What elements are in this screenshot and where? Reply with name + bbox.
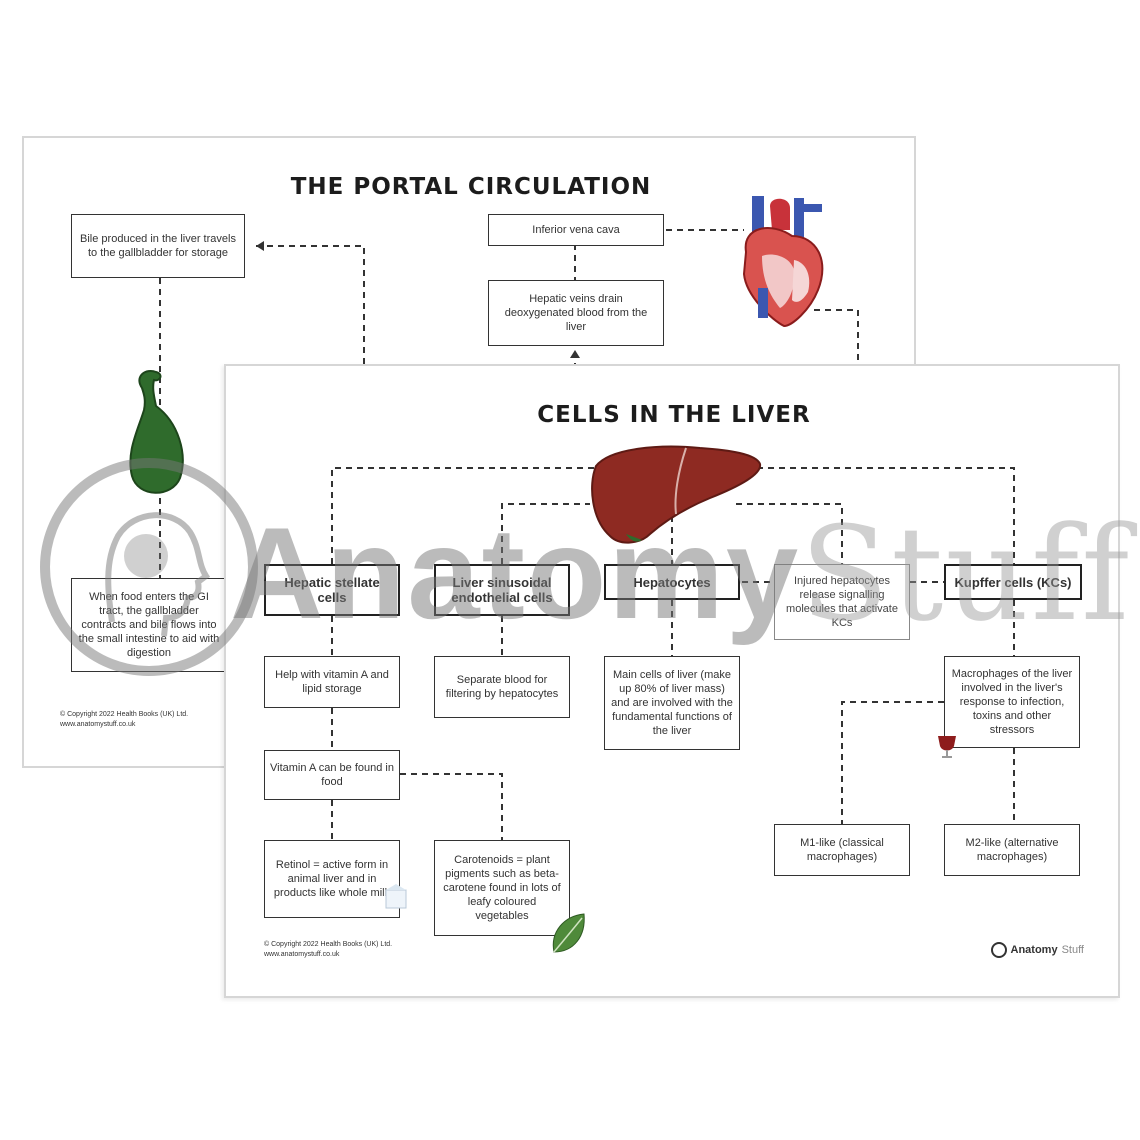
- hepatic-veins-box: Hepatic veins drain deoxygenated blood f…: [488, 280, 664, 346]
- arrowhead-hepatic: [570, 350, 580, 358]
- portal-website: www.anatomystuff.co.uk: [60, 721, 136, 728]
- kupffer-cells-header: Kupffer cells (KCs): [944, 564, 1082, 600]
- macrophages-box: Macrophages of the liver involved in the…: [944, 656, 1080, 748]
- portal-copyright: © Copyright 2022 Health Books (UK) Ltd.: [60, 711, 189, 718]
- injured-hepatocytes-box: Injured hepatocytes release signalling m…: [774, 564, 910, 640]
- connector-liver-injured: [736, 503, 843, 564]
- heart-illustration: [742, 196, 824, 328]
- milk-carton-icon: [385, 884, 407, 909]
- inferior-vena-cava-box: Inferior vena cava: [488, 214, 664, 246]
- carotenoids-box: Carotenoids = plant pigments such as bet…: [434, 840, 570, 936]
- connector-food-carotenoids: [400, 773, 503, 840]
- connector-liver-stellate: [331, 467, 606, 564]
- connector-liver-sinusoidal: [501, 503, 590, 564]
- m2-like-box: M2-like (alternative macrophages): [944, 824, 1080, 876]
- arrowhead-bile: [256, 241, 264, 251]
- wine-glass-icon: [938, 736, 956, 758]
- gallbladder-illustration: [129, 370, 184, 494]
- connector-to-bile: [256, 245, 365, 364]
- cells-in-liver-sheet: CELLS IN THE LIVER Hepatic stellate cell: [224, 364, 1120, 998]
- connector-heart-down: [814, 309, 859, 364]
- logo-text-bold: Anatomy: [1010, 944, 1058, 956]
- connector-liver-kupffer: [746, 467, 1015, 564]
- m1-like-box: M1-like (classical macrophages): [774, 824, 910, 876]
- bile-storage-box: Bile produced in the liver travels to th…: [71, 214, 245, 278]
- vitamin-a-food-box: Vitamin A can be found in food: [264, 750, 400, 800]
- main-cells-of-liver-box: Main cells of liver (make up 80% of live…: [604, 656, 740, 750]
- hepatic-stellate-cells-header: Hepatic stellate cells: [264, 564, 400, 616]
- logo-circle-icon: [990, 942, 1007, 958]
- logo-text-light: Stuff: [1061, 944, 1084, 956]
- portal-connector-lines: [159, 229, 859, 578]
- liver-sinusoidal-endothelial-cells-header: Liver sinusoidal endothelial cells: [434, 564, 570, 616]
- food-digestion-box: When food enters the GI tract, the gallb…: [71, 578, 227, 672]
- liver-illustration: [591, 445, 762, 544]
- hepatocytes-header: Hepatocytes: [604, 564, 740, 600]
- cells-copyright: © Copyright 2022 Health Books (UK) Ltd.: [264, 941, 393, 948]
- retinol-box: Retinol = active form in animal liver an…: [264, 840, 400, 918]
- separate-blood-box: Separate blood for filtering by hepatocy…: [434, 656, 570, 718]
- leaf-icon: [552, 913, 585, 953]
- connector-macrophages-m1: [841, 701, 944, 824]
- cells-website: www.anatomystuff.co.uk: [264, 951, 340, 958]
- cells-in-liver-title: CELLS IN THE LIVER: [537, 402, 811, 428]
- portal-circulation-title: THE PORTAL CIRCULATION: [290, 174, 652, 200]
- vitamin-a-storage-box: Help with vitamin A and lipid storage: [264, 656, 400, 708]
- liver-connector-lines: [331, 467, 1015, 840]
